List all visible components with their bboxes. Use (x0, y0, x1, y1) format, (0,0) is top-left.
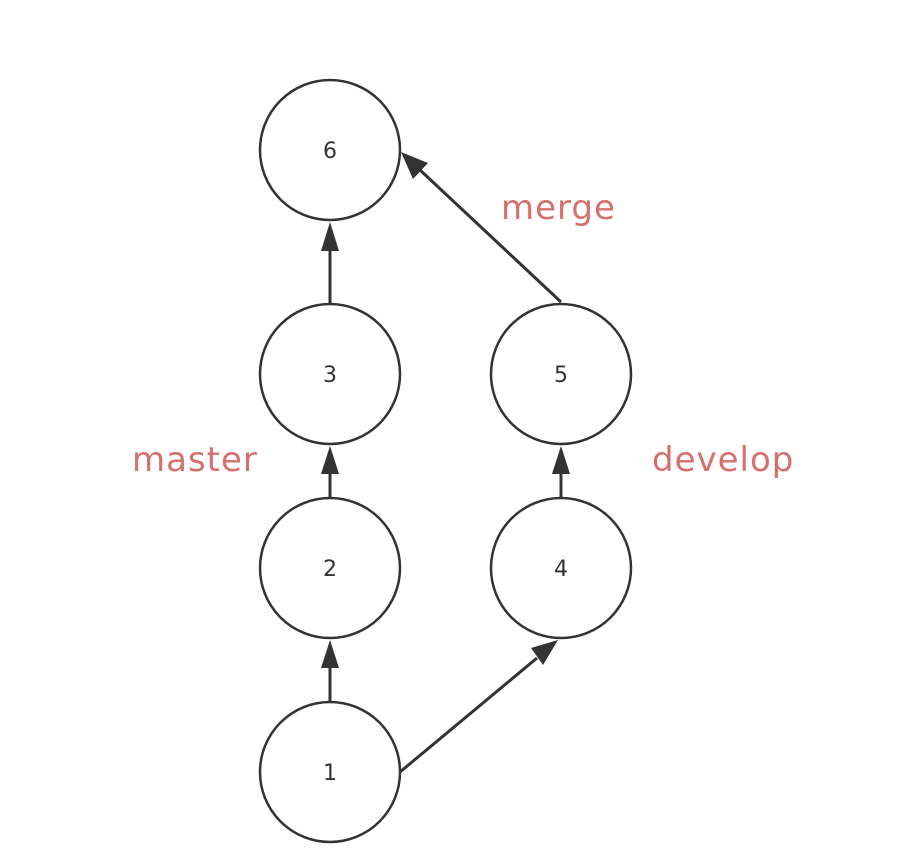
commit-node-6: 6 (258, 78, 402, 222)
arrow-head-3-to-6 (321, 222, 339, 251)
arrow-head-5-to-6 (401, 152, 428, 179)
commit-node-4: 4 (489, 496, 633, 640)
edge-1-to-4 (399, 656, 538, 774)
arrow-head-2-to-3 (321, 446, 339, 474)
commit-label-5: 5 (554, 363, 568, 388)
commit-node-1: 1 (258, 700, 402, 844)
develop-branch-label: develop (652, 440, 794, 480)
commit-label-4: 4 (554, 557, 568, 582)
commit-node-5: 5 (489, 302, 633, 446)
commit-label-6: 6 (323, 139, 337, 164)
edges (321, 152, 570, 774)
merge-label: merge (501, 188, 616, 228)
edge-5-to-6 (418, 168, 563, 304)
commit-label-3: 3 (323, 363, 337, 388)
nodes: 6 3 2 1 5 4 (258, 78, 633, 844)
branch-labels: master develop merge (132, 188, 794, 480)
commit-label-2: 2 (323, 557, 337, 582)
commit-node-2: 2 (258, 496, 402, 640)
arrow-head-1-to-2 (321, 640, 339, 668)
arrow-head-1-to-4 (531, 640, 558, 665)
commit-node-3: 3 (258, 302, 402, 446)
master-branch-label: master (132, 440, 258, 480)
arrow-head-4-to-5 (552, 446, 570, 474)
commit-label-1: 1 (323, 761, 337, 786)
